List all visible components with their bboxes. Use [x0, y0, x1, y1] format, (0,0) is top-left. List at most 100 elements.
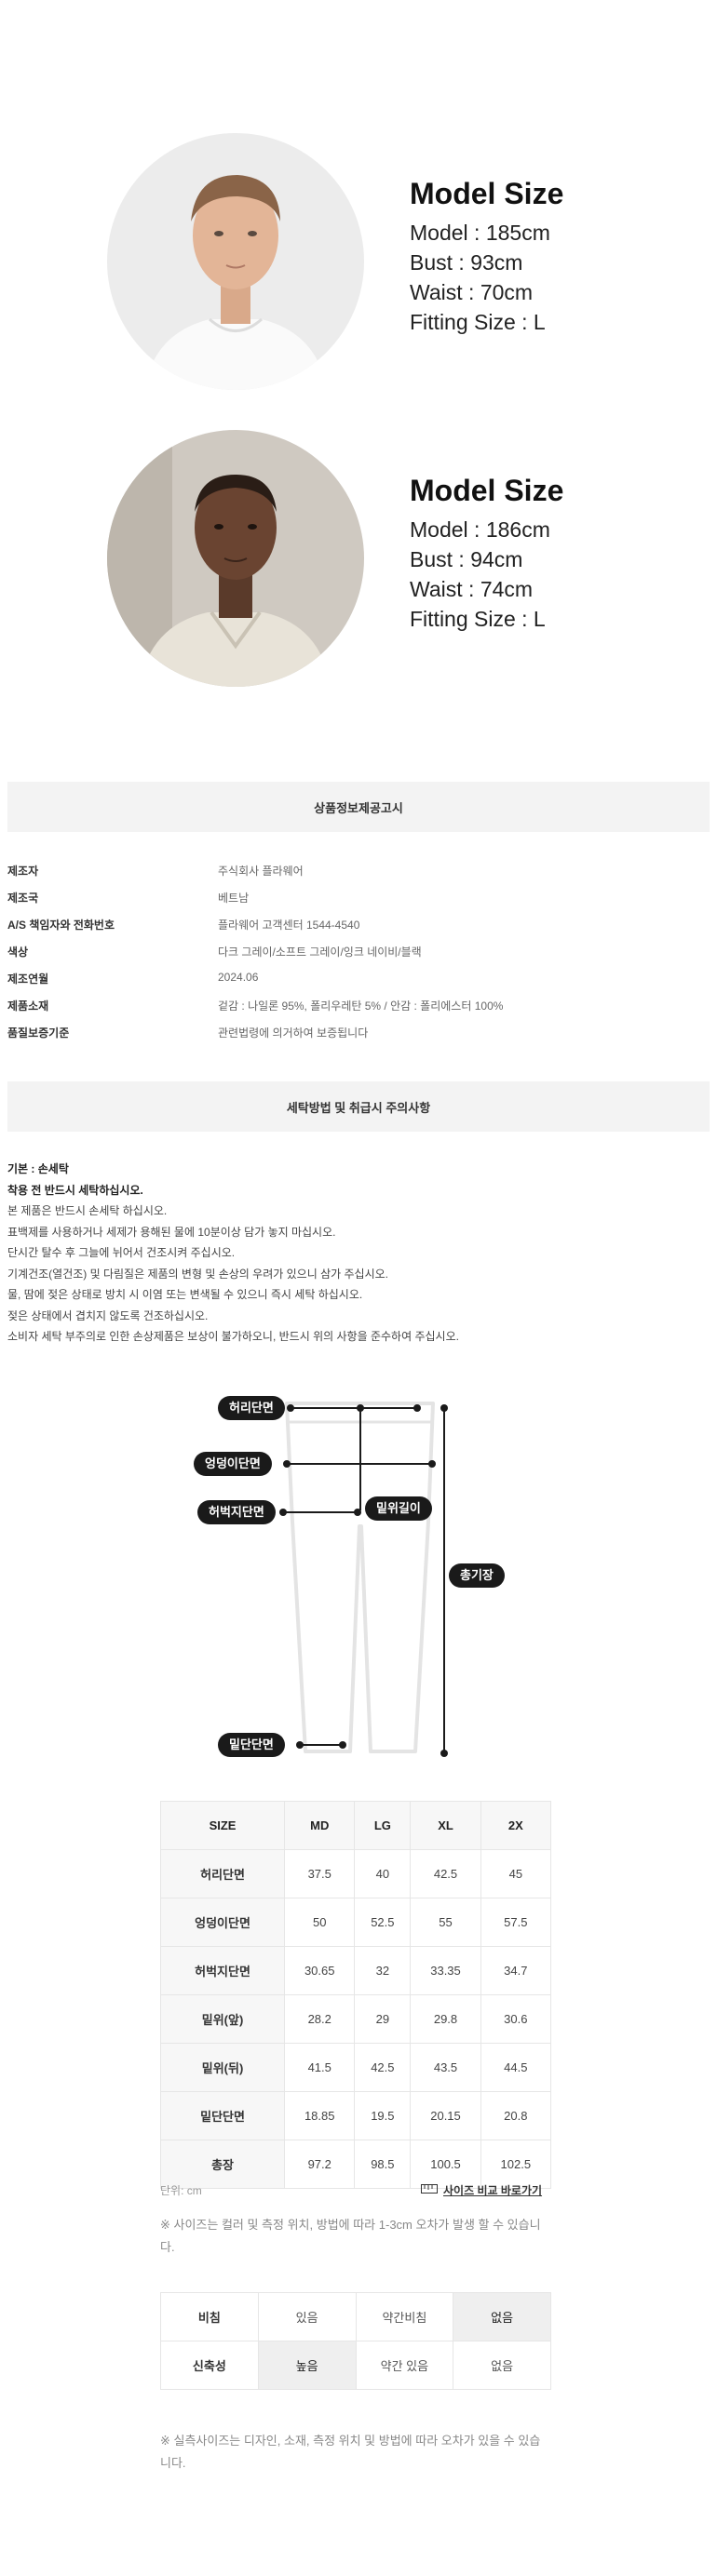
wash-line: 본 제품은 반드시 손세탁 하십시오. [7, 1204, 168, 1217]
model-2-photo [107, 430, 364, 687]
table-cell: 37.5 [284, 1849, 356, 1898]
table-row: 신축성 높음 약간 있음 없음 [160, 2341, 551, 2390]
measure-dot [428, 1460, 436, 1468]
measure-note: ※ 실측사이즈는 디자인, 소재, 측정 위치 및 방법에 따라 오차가 있을 … [160, 2434, 541, 2470]
thigh-tag: 허벅지단면 [197, 1500, 276, 1524]
info-row: 품질보증기준 관련법령에 의거하여 보증됩니다 [7, 1025, 710, 1051]
model-1-photo [107, 133, 364, 390]
wash-line: 기계건조(열건조) 및 다림질은 제품의 변형 및 손상의 우려가 있으니 삼가… [7, 1267, 388, 1281]
row-label: 비침 [160, 2292, 259, 2341]
size-table: SIZE MD LG XL 2X 허리단면 37.5 40 42.5 45 엉덩… [159, 1801, 552, 2189]
row-label: 밑위(뒤) [159, 2043, 286, 2092]
measure-dot [440, 1750, 448, 1757]
row-label: 허벅지단면 [159, 1946, 286, 1995]
model-waist: Waist : 74cm [410, 577, 534, 601]
info-row: 제조자 주식회사 플라웨어 [7, 863, 710, 889]
measure-line [300, 1744, 343, 1746]
row-label: 엉덩이단면 [159, 1898, 286, 1947]
info-value: 다크 그레이/소프트 그레이/잉크 네이비/블랙 [218, 946, 422, 959]
table-cell: 30.65 [284, 1946, 356, 1995]
length-line [443, 1408, 445, 1754]
measure-dot [339, 1741, 346, 1749]
hip-tag: 엉덩이단면 [194, 1452, 272, 1476]
measure-line [291, 1407, 417, 1409]
model-bust: Bust : 93cm [410, 250, 523, 275]
row-label: 밑위(앞) [159, 1994, 286, 2044]
table-header: XL [410, 1801, 481, 1850]
table-cell: 29 [354, 1994, 412, 2044]
wash-line: 표백제를 사용하거나 세제가 용해된 물에 10분이상 담가 놓지 마십시오. [7, 1225, 336, 1239]
size-compare-link[interactable]: 사이즈 비교 바로가기 [421, 2181, 542, 2198]
fit-option: 약간 있음 [355, 2341, 454, 2390]
info-value: 2024.06 [218, 971, 259, 984]
table-cell: 100.5 [410, 2140, 481, 2189]
table-row: 밑위(앞) 28.2 29 29.8 30.6 [159, 1994, 552, 2044]
info-row: 제조연월 2024.06 [7, 971, 710, 997]
table-cell: 102.5 [480, 2140, 552, 2189]
info-value: 베트남 [218, 892, 250, 905]
model-fitting-size: Fitting Size : L [410, 607, 546, 631]
table-row: 허벅지단면 30.65 32 33.35 34.7 [159, 1946, 552, 1995]
table-cell: 34.7 [480, 1946, 552, 1995]
model-size-title: Model Size [410, 474, 564, 507]
table-cell: 20.15 [410, 2091, 481, 2140]
table-header: SIZE [159, 1801, 286, 1850]
fit-option: 있음 [257, 2292, 357, 2341]
waist-tag: 허리단면 [218, 1396, 285, 1420]
unit-label: 단위: cm [160, 2184, 202, 2197]
wash-line: 단시간 탈수 후 그늘에 뉘어서 건조시켜 주십시오. [7, 1246, 236, 1259]
table-cell: 98.5 [354, 2140, 412, 2189]
table-cell: 42.5 [410, 1849, 481, 1898]
model-2-info: Model Size Model : 186cm Bust : 94cm Wai… [410, 472, 563, 634]
table-cell: 44.5 [480, 2043, 552, 2092]
info-key: 품질보증기준 [7, 1026, 70, 1040]
info-row: 색상 다크 그레이/소프트 그레이/잉크 네이비/블랙 [7, 944, 710, 970]
table-cell: 29.8 [410, 1994, 481, 2044]
ruler-icon [421, 2181, 438, 2198]
table-cell: 30.6 [480, 1994, 552, 2044]
table-row: 엉덩이단면 50 52.5 55 57.5 [159, 1898, 552, 1947]
model-waist: Waist : 70cm [410, 280, 534, 304]
fit-option-selected: 높음 [257, 2341, 357, 2390]
table-cell: 18.85 [284, 2091, 356, 2140]
fit-option: 없음 [453, 2341, 551, 2390]
table-row: 밑위(뒤) 41.5 42.5 43.5 44.5 [159, 2043, 552, 2092]
wash-line: 착용 전 반드시 세탁하십시오. [7, 1183, 143, 1197]
wash-line: 젖은 상태에서 겹치지 않도록 건조하십시오. [7, 1308, 209, 1322]
wash-line: 기본 : 손세탁 [7, 1162, 69, 1175]
table-cell: 55 [410, 1898, 481, 1947]
model-fitting-size: Fitting Size : L [410, 310, 546, 334]
hem-tag: 밑단단면 [218, 1733, 285, 1757]
row-label: 허리단면 [159, 1849, 286, 1898]
model-1-info: Model Size Model : 185cm Bust : 93cm Wai… [410, 175, 563, 337]
model-height: Model : 185cm [410, 221, 550, 245]
size-compare-label: 사이즈 비교 바로가기 [443, 2183, 543, 2197]
wash-line: 소비자 세탁 부주의로 인한 손상제품은 보상이 불가하오니, 반드시 위의 사… [7, 1330, 459, 1343]
info-key: 제조국 [7, 892, 39, 905]
rise-tag: 밑위길이 [365, 1496, 432, 1521]
product-notice-header: 상품정보제공고시 [7, 782, 710, 832]
info-row: 제조국 베트남 [7, 890, 710, 916]
length-tag: 총기장 [449, 1563, 505, 1588]
info-value: 관련법령에 의거하여 보증됩니다 [218, 1026, 369, 1040]
washing-instructions: 기본 : 손세탁 착용 전 반드시 세탁하십시오. 본 제품은 반드시 손세탁 … [7, 1159, 710, 1348]
table-row: 총장 97.2 98.5 100.5 102.5 [159, 2140, 552, 2189]
table-cell: 19.5 [354, 2091, 412, 2140]
table-header-row: SIZE MD LG XL 2X [159, 1801, 552, 1850]
table-cell: 32 [354, 1946, 412, 1995]
size-note: ※ 사이즈는 컬러 및 측정 위치, 방법에 따라 1-3cm 오차가 발생 할… [160, 2218, 541, 2254]
table-header: MD [284, 1801, 356, 1850]
table-row: 허리단면 37.5 40 42.5 45 [159, 1849, 552, 1898]
measure-dot [413, 1404, 421, 1412]
wash-line: 물, 땀에 젖은 상태로 방치 시 이염 또는 변색될 수 있으니 즉시 세탁 … [7, 1288, 363, 1301]
table-cell: 40 [354, 1849, 412, 1898]
info-key: 색상 [7, 946, 29, 959]
row-label: 밑단단면 [159, 2091, 286, 2140]
table-cell: 33.35 [410, 1946, 481, 1995]
table-cell: 50 [284, 1898, 356, 1947]
washing-header: 세탁방법 및 취급시 주의사항 [7, 1081, 710, 1132]
table-cell: 20.8 [480, 2091, 552, 2140]
table-header: LG [354, 1801, 412, 1850]
fit-table: 비침 있음 약간비침 없음 신축성 높음 약간 있음 없음 [160, 2292, 551, 2390]
model-size-title: Model Size [410, 177, 564, 210]
